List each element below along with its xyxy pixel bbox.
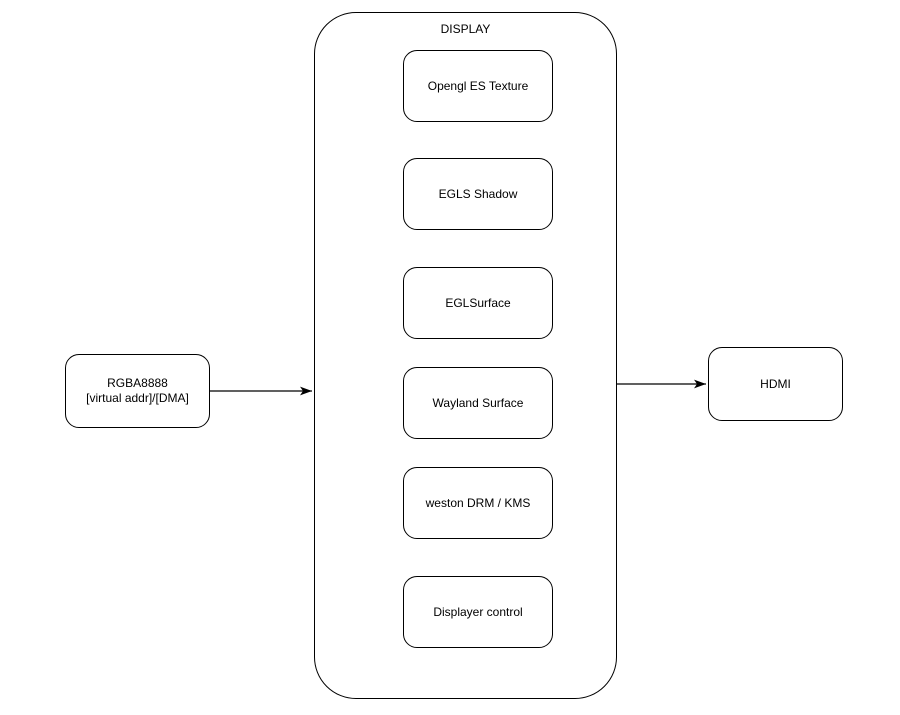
node-label: Displayer control: [433, 604, 523, 619]
node-hdmi: HDMI: [708, 347, 843, 421]
node-label-line1: RGBA8888: [107, 376, 168, 390]
node-wayland-surface: Wayland Surface: [403, 367, 553, 439]
node-label: weston DRM / KMS: [425, 495, 531, 510]
node-label: EGLS Shadow: [438, 186, 518, 201]
node-egls-shadow: EGLS Shadow: [403, 158, 553, 230]
node-label: EGLSurface: [445, 295, 511, 310]
node-label: Wayland Surface: [432, 395, 524, 410]
node-eglsurface: EGLSurface: [403, 267, 553, 339]
node-weston-drm-kms: weston DRM / KMS: [403, 467, 553, 539]
node-displayer-control: Displayer control: [403, 576, 553, 648]
node-rgba8888-source: RGBA8888 [virtual addr]/[DMA]: [65, 354, 210, 428]
display-container-label: DISPLAY: [440, 22, 491, 36]
node-label-line2: [virtual addr]/[DMA]: [86, 391, 189, 405]
node-opengl-es-texture: Opengl ES Texture: [403, 50, 553, 122]
node-label: HDMI: [760, 376, 791, 391]
node-label: Opengl ES Texture: [427, 78, 529, 93]
